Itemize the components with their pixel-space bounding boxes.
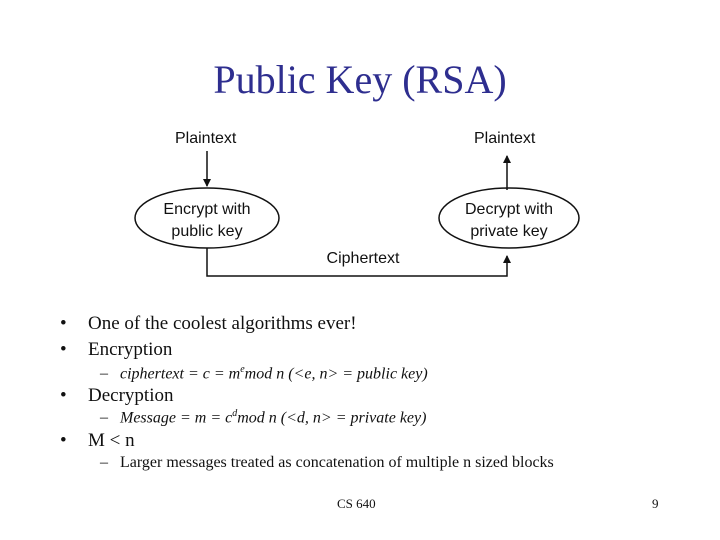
decrypt-label-line1: Decrypt with xyxy=(465,201,553,218)
bullet-text: M < n xyxy=(88,430,135,451)
dash-marker: – xyxy=(100,454,108,471)
encrypt-label-line1: Encrypt with xyxy=(163,201,250,218)
sub-bullet-encryption-formula: –ciphertext = c = memod n (<e, n> = publ… xyxy=(100,364,428,383)
bullet-decryption: • Decryption xyxy=(60,385,173,407)
dash-marker: – xyxy=(100,365,108,383)
decrypt-label-line2: private key xyxy=(470,223,547,240)
dash-marker: – xyxy=(100,409,108,427)
bullet-text: One of the coolest algorithms ever! xyxy=(88,313,357,334)
bullet-marker: • xyxy=(60,385,67,406)
plaintext-right-label: Plaintext xyxy=(474,130,536,147)
bullet-text: Encryption xyxy=(88,339,173,360)
decrypt-ellipse xyxy=(438,187,580,249)
formula-part: Message = m = c xyxy=(120,409,233,427)
encrypt-label-line2: public key xyxy=(171,223,242,240)
slide-title: Public Key (RSA) xyxy=(213,57,507,102)
formula-exponent: d xyxy=(232,408,238,419)
formula-exponent: e xyxy=(240,364,245,375)
bullet-marker: • xyxy=(60,313,67,334)
bullet-coolest: • One of the coolest algorithms ever! xyxy=(60,313,357,335)
bullet-marker: • xyxy=(60,430,67,451)
formula-part: mod n (<d, n> = private key) xyxy=(237,409,427,427)
footer-course: CS 640 xyxy=(337,496,376,511)
sub-bullet-decryption-formula: –Message = m = cdmod n (<d, n> = private… xyxy=(100,408,426,427)
formula-part: mod n (<e, n> = public key) xyxy=(244,365,428,383)
formula-part: ciphertext = c = m xyxy=(120,365,241,383)
bullet-text: Decryption xyxy=(88,385,174,406)
bullet-encryption: • Encryption xyxy=(60,339,172,361)
footer-page-number: 9 xyxy=(652,496,659,511)
bullet-marker: • xyxy=(60,339,67,360)
ciphertext-path xyxy=(206,248,511,277)
sub-bullet-larger-messages: –Larger messages treated as concatenatio… xyxy=(100,454,554,472)
plaintext-left-label: Plaintext xyxy=(175,130,237,147)
sub-bullet-text: Larger messages treated as concatenation… xyxy=(120,454,554,471)
bullet-m-less-n: • M < n xyxy=(60,430,135,452)
ciphertext-label: Ciphertext xyxy=(327,250,400,267)
